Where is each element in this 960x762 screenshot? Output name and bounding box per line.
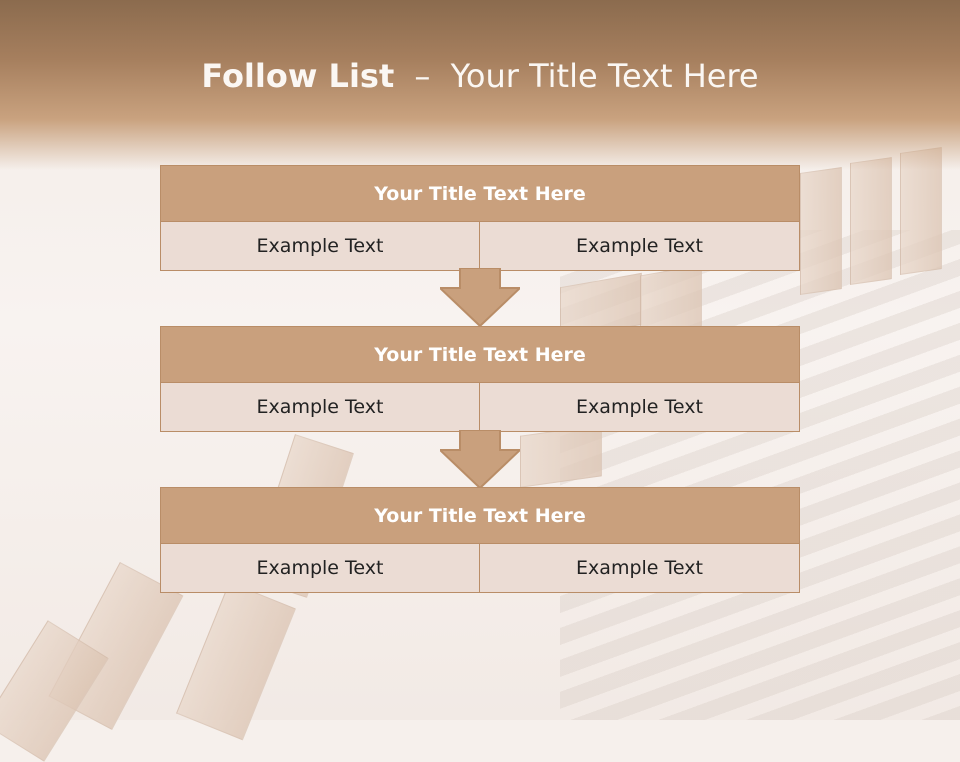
step-row: Example Text Example Text — [160, 544, 800, 593]
title-bold: Follow List — [201, 57, 395, 95]
step-block-1: Your Title Text Here Example Text Exampl… — [160, 165, 800, 271]
step-right-text: Example Text — [480, 544, 800, 593]
step-right-text: Example Text — [480, 222, 800, 271]
step-row: Example Text Example Text — [160, 222, 800, 271]
step-title: Your Title Text Here — [160, 326, 800, 383]
down-arrow-icon — [440, 268, 520, 328]
background-domino — [850, 157, 892, 285]
step-row: Example Text Example Text — [160, 383, 800, 432]
down-arrow-icon — [440, 430, 520, 490]
step-block-2: Your Title Text Here Example Text Exampl… — [160, 326, 800, 432]
background-domino — [800, 167, 842, 295]
step-block-3: Your Title Text Here Example Text Exampl… — [160, 487, 800, 593]
step-right-text: Example Text — [480, 383, 800, 432]
step-title: Your Title Text Here — [160, 165, 800, 222]
step-title: Your Title Text Here — [160, 487, 800, 544]
step-left-text: Example Text — [160, 222, 480, 271]
title-separator: – — [414, 57, 431, 95]
title-rest: Your Title Text Here — [450, 57, 759, 95]
header-band — [0, 0, 960, 170]
step-left-text: Example Text — [160, 383, 480, 432]
step-left-text: Example Text — [160, 544, 480, 593]
slide-title: Follow List – Your Title Text Here — [0, 54, 960, 98]
